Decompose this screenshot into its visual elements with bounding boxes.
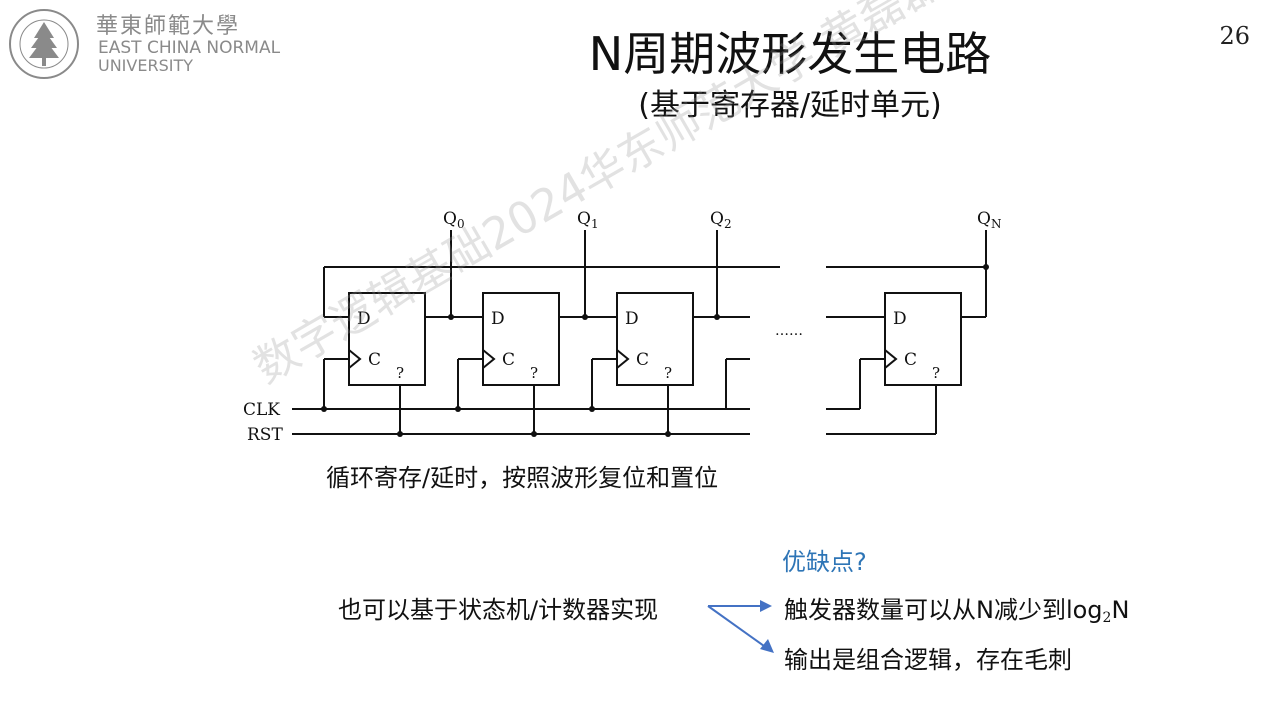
- flip-flop-2: [616, 292, 694, 386]
- ellipsis-label: ……: [775, 323, 803, 339]
- logo-chinese-name: 華東師範大學: [96, 14, 241, 39]
- clk-label: CLK: [243, 400, 280, 420]
- arrow-to-con: [707, 605, 765, 647]
- output-q0-label: Q0: [443, 209, 465, 231]
- disadvantage-text: 输出是组合逻辑，存在毛刺: [784, 646, 1072, 674]
- svg-text:D: D: [491, 309, 505, 329]
- svg-text:?: ?: [932, 364, 940, 382]
- slide-title: N周期波形发生电路: [588, 27, 992, 81]
- pros-cons-question: 优缺点?: [782, 548, 867, 576]
- output-q1-label: Q1: [577, 209, 599, 231]
- svg-text:C: C: [368, 350, 381, 370]
- circuit-caption: 循环寄存/延时，按照波形复位和置位: [326, 464, 719, 492]
- logo-english-name-line2: UNIVERSITY: [98, 56, 193, 75]
- advantage-text: 触发器数量可以从N减少到log2N: [784, 596, 1130, 626]
- page-number: 26: [1219, 22, 1250, 50]
- svg-text:D: D: [893, 309, 907, 329]
- svg-text:?: ?: [664, 364, 672, 382]
- flip-flop-1: [482, 292, 560, 386]
- alternative-implementation: 也可以基于状态机/计数器实现: [338, 596, 659, 624]
- slide-subtitle: (基于寄存器/延时单元): [638, 88, 942, 123]
- svg-text:C: C: [904, 350, 917, 370]
- flip-flop-0: [348, 292, 426, 386]
- svg-text:D: D: [625, 309, 639, 329]
- logo-english-name-line1: EAST CHINA NORMAL: [98, 38, 281, 58]
- rst-label: RST: [247, 425, 283, 445]
- svg-text:C: C: [502, 350, 515, 370]
- university-seal-icon: [9, 9, 79, 79]
- svg-text:D: D: [357, 309, 371, 329]
- output-qn-label: QN: [977, 209, 1001, 231]
- svg-text:?: ?: [396, 364, 404, 382]
- svg-text:C: C: [636, 350, 649, 370]
- output-q2-label: Q2: [710, 209, 732, 231]
- svg-text:?: ?: [530, 364, 538, 382]
- flip-flop-n: [884, 292, 962, 386]
